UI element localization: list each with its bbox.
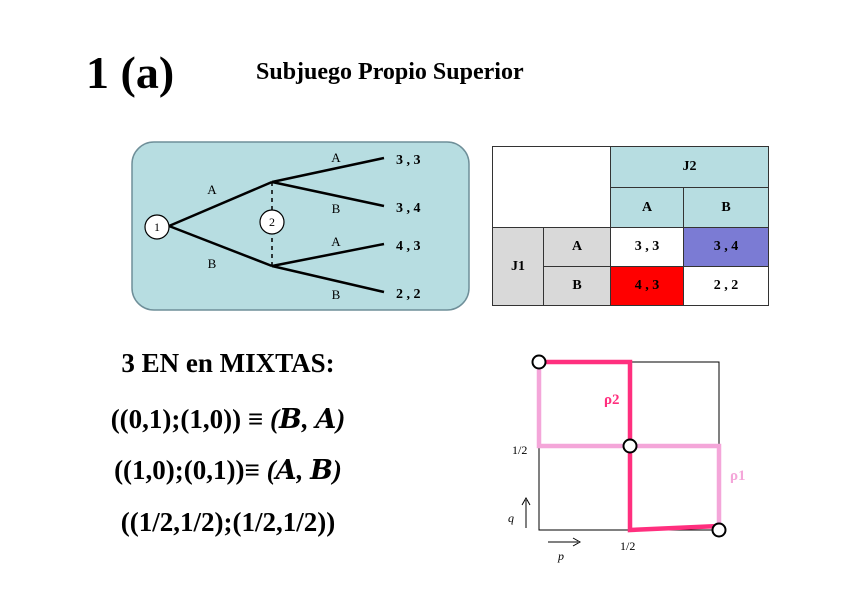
equilibria-title: 3 EN en MIXTAS: <box>121 348 335 378</box>
payoff-bb: 2 , 2 <box>396 287 421 302</box>
edge-bottom-a <box>271 242 385 268</box>
equilibrium-2-pure: (𝑨, 𝑩) <box>266 455 342 485</box>
edge-top-b <box>271 180 385 208</box>
rho1-label: ρ1 <box>730 468 746 484</box>
label-top-b: B <box>332 201 341 216</box>
q-arrow-head <box>521 496 531 506</box>
equilibrium-3-profile: ((1/2,1/2);(1/2,1/2)) <box>120 507 336 537</box>
label-p1-b: B <box>208 256 217 271</box>
tick-half-y: 1/2 <box>512 443 527 457</box>
equilibrium-1: ((0,1);(1,0)) ≡ (𝑩, 𝑨) <box>0 404 456 435</box>
node-player-2: 2 <box>259 209 285 235</box>
payoff-matrix: J2 A B J1 A 3 , 3 3 , 4 B 4 , 3 2 , 2 <box>492 146 769 306</box>
cell-a-b: 3 , 4 <box>683 227 769 267</box>
axis-p-label: p <box>557 549 564 563</box>
payoff-aa: 3 , 3 <box>396 153 421 168</box>
game-tree: 1 2 A B A B A B 3 , 3 3 , 4 4 , 3 2 , 2 <box>131 141 470 311</box>
equilibrium-3: ((1/2,1/2);(1/2,1/2)) <box>0 507 456 538</box>
page-title: 1 (a) <box>86 47 175 98</box>
equilibrium-1-profile: ((0,1);(1,0)) <box>110 404 242 434</box>
best-response-graph: ρ2 ρ1 1/2 1/2 q p <box>508 354 746 563</box>
row-strategy-a: A <box>543 227 611 267</box>
label-top-a: A <box>331 150 341 165</box>
equilibrium-point-1 <box>531 354 547 370</box>
edge-p1-a <box>168 180 273 228</box>
row-player-header: J1 <box>492 227 544 306</box>
col-strategy-a: A <box>610 187 684 228</box>
equilibrium-2: ((1,0);(0,1))≡ (𝑨, 𝑩) <box>0 455 456 486</box>
cell-b-a: 4 , 3 <box>610 266 684 306</box>
col-player-header: J2 <box>610 146 769 188</box>
equilibrium-point-2 <box>711 522 727 538</box>
node-player-1-label: 1 <box>154 220 160 234</box>
row-strategy-b: B <box>543 266 611 306</box>
page-subtitle: Subjuego Propio Superior <box>256 59 524 85</box>
node-player-1: 1 <box>144 214 170 240</box>
equilibrium-2-profile: ((1,0);(0,1)) <box>114 455 245 485</box>
edge-top-a <box>271 156 385 184</box>
cell-b-b: 2 , 2 <box>683 266 769 306</box>
matrix-corner <box>492 146 611 228</box>
tick-half-x: 1/2 <box>620 539 635 553</box>
equilibrium-1-pure: (𝑩, 𝑨) <box>270 404 346 434</box>
p-arrow-head <box>572 537 582 547</box>
label-p1-a: A <box>207 182 217 197</box>
label-bottom-a: A <box>331 234 341 249</box>
equilibrium-2-symbol: ≡ <box>244 455 260 485</box>
col-strategy-b: B <box>683 187 769 228</box>
payoff-ab: 3 , 4 <box>396 201 421 216</box>
edge-p1-b <box>168 224 273 268</box>
equilibrium-point-3 <box>622 438 638 454</box>
axis-q-label: q <box>508 511 514 525</box>
node-player-2-label: 2 <box>269 215 275 229</box>
edge-bottom-b <box>271 264 385 294</box>
rho2-label: ρ2 <box>604 392 620 408</box>
payoff-ba: 4 , 3 <box>396 239 421 254</box>
equilibrium-1-symbol: ≡ <box>247 404 264 434</box>
label-bottom-b: B <box>332 287 341 302</box>
tree-background <box>131 141 470 311</box>
cell-a-a: 3 , 3 <box>610 227 684 267</box>
